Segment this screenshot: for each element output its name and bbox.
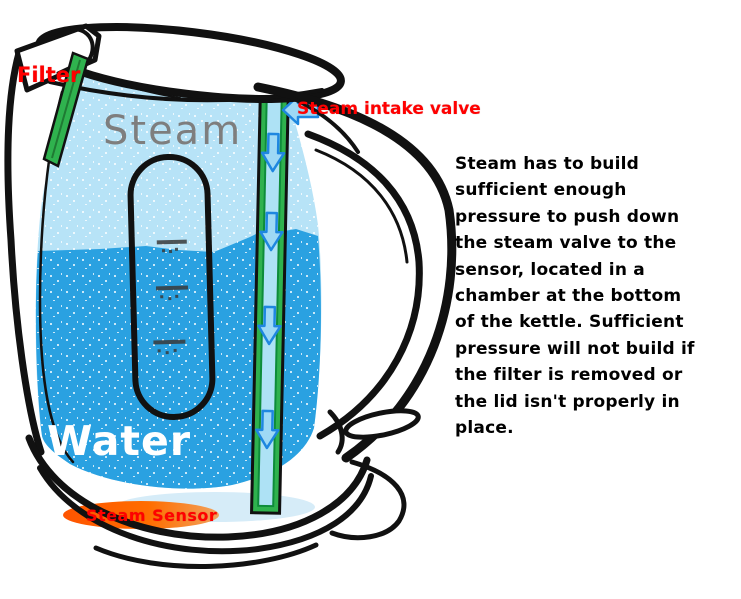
description-line: chamber at the bottom [455,286,682,307]
kettle-spout [14,23,102,93]
kettle-left-wall [4,49,45,456]
description-line: the filter is removed or [455,365,683,386]
spout-flap-line [70,27,95,60]
description-line: sufficient enough [455,180,627,201]
description-line: pressure to push down [455,206,680,227]
steam-flow-down-arrow-icon [255,409,280,450]
description-line: place. [455,418,514,439]
handle-outer [253,82,457,463]
steam-intake-valve-label: Steam intake valve [297,99,481,119]
water-level-marks [153,239,189,355]
steam-region-label: Steam [103,108,243,154]
water-region-label: Water [47,417,192,465]
description-text: Steam has to build sufficient enough pre… [455,151,741,441]
water-level-gauge [127,154,216,420]
power-lever [343,408,421,440]
filter-shade-line [51,59,81,159]
base-arc-mid [37,465,374,555]
base-arc-bottom [93,542,319,569]
rim-reflection-line [96,77,181,99]
handle-inner [304,130,423,440]
handle-neck-line [290,96,360,154]
description-line: pressure will not build if [455,338,695,359]
description-line: Steam has to build [455,154,640,174]
steam-sensor-label: Steam Sensor [86,506,218,525]
description-line: sensor, located in a [455,259,645,280]
description-line: the lid isn't properly in [455,391,680,412]
description-line: the steam valve to the [455,233,677,254]
description-line: of the kettle. Sufficient [455,312,684,333]
base-arc-outer [25,434,371,541]
steam-flow-down-arrow-icon [259,211,284,252]
filter-label: Filter [17,63,81,87]
steam-flow-down-arrow-icon [260,132,286,173]
base-right-spur [329,459,407,541]
handle-inner-sketch [314,148,409,264]
steam-flow-down-arrow-icon [257,305,282,346]
handle-bottom-connector [327,409,345,455]
